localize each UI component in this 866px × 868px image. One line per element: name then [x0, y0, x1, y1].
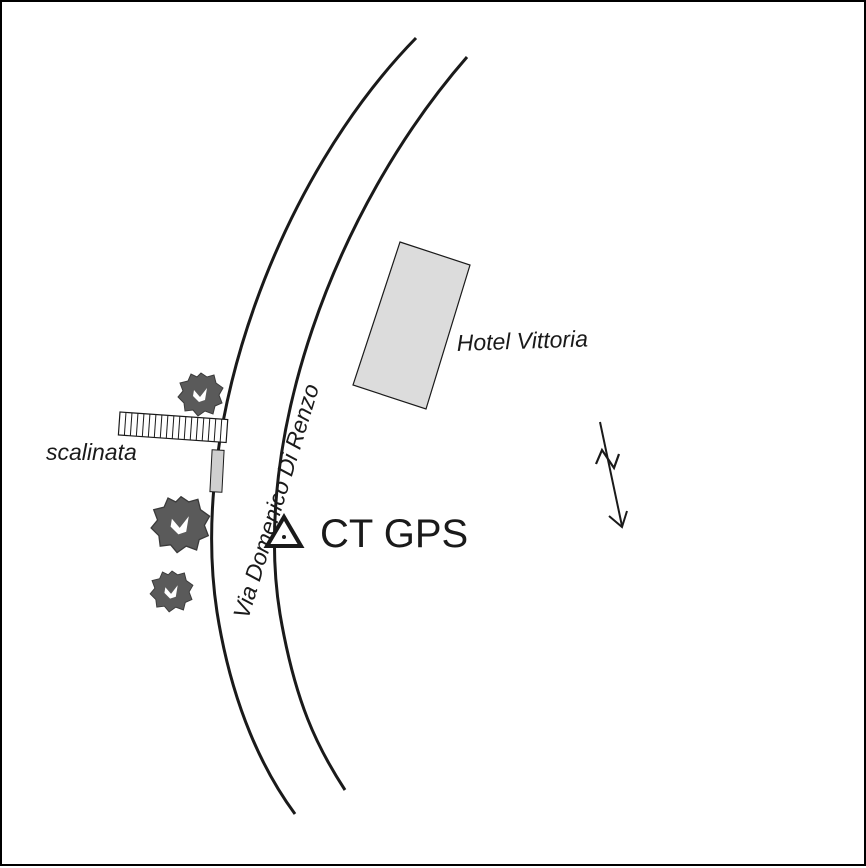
road-edge-east: [272, 56, 469, 791]
north-arrow-icon: [594, 421, 628, 529]
stair-tread: [141, 413, 145, 437]
hotel-label: Hotel Vittoria: [456, 325, 588, 356]
tree-icon: [149, 570, 194, 613]
stair-tread: [201, 417, 205, 441]
stair-tread: [123, 412, 127, 436]
tree-icon: [177, 372, 224, 417]
stairs-label: scalinata: [46, 439, 137, 465]
station-label: CT GPS: [320, 512, 468, 556]
hotel-building: [352, 241, 471, 410]
stair-tread: [177, 416, 181, 440]
stair-tread: [195, 417, 199, 441]
stair-tread: [135, 413, 139, 437]
stair-tread: [153, 414, 157, 438]
stairs: [117, 411, 229, 444]
stair-tread: [183, 416, 187, 440]
stair-tread: [147, 414, 151, 438]
road-edge-west: [210, 36, 418, 815]
stair-tread: [129, 412, 133, 436]
stair-tread: [207, 418, 211, 442]
stair-tread: [171, 415, 175, 439]
stair-tread: [159, 414, 163, 438]
stair-tread: [213, 418, 217, 442]
triangle-station-icon: [263, 513, 305, 548]
stair-tread: [219, 419, 223, 443]
stairs-landing: [209, 449, 225, 493]
tree-icon: [150, 495, 211, 554]
stair-tread: [165, 415, 169, 439]
stair-tread: [189, 416, 193, 441]
